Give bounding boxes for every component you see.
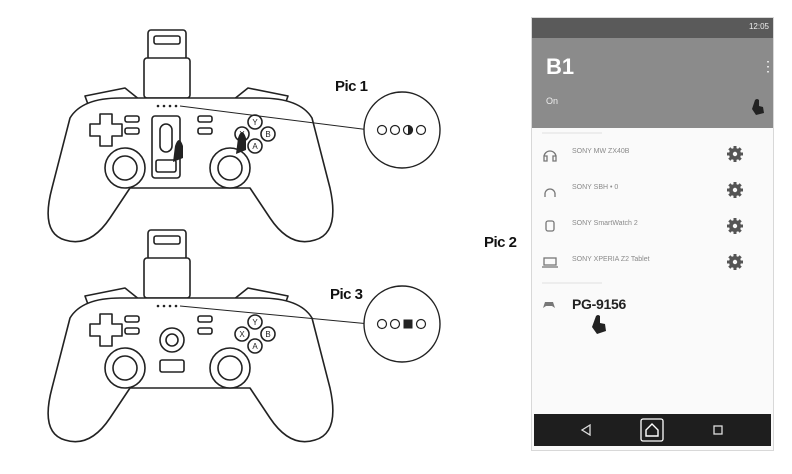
gear-icon[interactable] [726, 253, 744, 271]
device-row-1[interactable]: SONY MW ZX40B [532, 136, 773, 172]
section-divider [542, 282, 602, 284]
android-nav-bar [534, 414, 771, 446]
svg-text:B: B [265, 330, 270, 339]
paired-device-row[interactable]: PG-9156 [532, 292, 773, 334]
svg-text:Y: Y [252, 318, 258, 327]
back-icon[interactable] [580, 424, 592, 436]
svg-text:A: A [252, 142, 258, 151]
status-bar: 12:05 [532, 18, 773, 38]
status-time: 12:05 [748, 22, 769, 31]
device-name: SONY MW ZX40B [572, 148, 630, 155]
svg-text:X: X [239, 330, 245, 339]
pic3-caption: Pic 3 [330, 286, 363, 303]
device-name: SONY SBH • 0 [572, 184, 619, 191]
hand-pointer-icon [752, 99, 764, 115]
bluetooth-app-bar: B1 On ⋮ [532, 38, 775, 128]
home-icon[interactable] [640, 418, 664, 442]
paired-device-name: PG-9156 [572, 296, 626, 312]
section-divider [542, 132, 602, 134]
gear-icon[interactable] [726, 145, 744, 163]
app-title: B1 [546, 54, 575, 79]
svg-text:A: A [252, 342, 258, 351]
gamepad-diagram-pic3: YX BA [47, 229, 441, 443]
headphones-icon [543, 150, 557, 162]
recents-icon[interactable] [712, 424, 724, 436]
bluetooth-toggle-label[interactable]: On [546, 96, 559, 106]
svg-text:B: B [265, 130, 270, 139]
gamepad-icon [543, 302, 555, 308]
laptop-icon [542, 257, 558, 268]
gear-icon[interactable] [726, 217, 744, 235]
pic2-caption: Pic 2 [484, 234, 517, 251]
device-name: SONY XPERIA Z2 Tablet [572, 256, 650, 263]
device-row-3[interactable]: SONY SmartWatch 2 [532, 208, 773, 244]
pic1-caption: Pic 1 [335, 78, 368, 95]
phone-screen: 12:05 B1 On ⋮ SONY MW ZX40B SONY SBH • 0… [531, 17, 775, 451]
hand-pointer-icon [592, 315, 606, 334]
overflow-menu-icon[interactable]: ⋮ [761, 58, 775, 74]
watch-icon [545, 220, 555, 232]
device-row-4[interactable]: SONY XPERIA Z2 Tablet [532, 244, 773, 280]
svg-text:Y: Y [252, 118, 258, 127]
device-name: SONY SmartWatch 2 [572, 220, 638, 227]
device-row-2[interactable]: SONY SBH • 0 [532, 172, 773, 208]
gear-icon[interactable] [726, 181, 744, 199]
headset-icon [544, 188, 556, 197]
